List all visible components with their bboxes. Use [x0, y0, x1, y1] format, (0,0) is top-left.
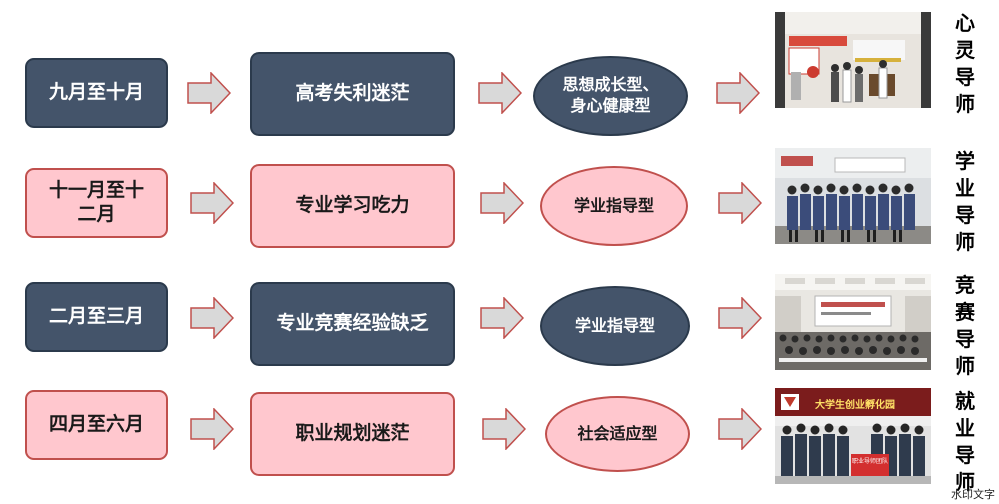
photo-incubator-group: 大学生创业孵化园 职业导师团队	[775, 388, 931, 484]
period-box: 九月至十月	[25, 58, 168, 128]
period-box: 二月至三月	[25, 282, 168, 352]
issue-label: 高考失利迷茫	[295, 82, 410, 105]
period-label-line: 二月	[77, 203, 116, 225]
issue-label: 职业规划迷茫	[295, 422, 410, 445]
period-label: 四月至六月	[48, 413, 144, 436]
period-label: 二月至三月	[48, 305, 144, 328]
mentor-char: 赛	[955, 300, 975, 324]
issue-box: 专业学习吃力	[250, 164, 455, 248]
mentor-label: 学 业 导 师	[950, 148, 980, 256]
photo-group	[775, 148, 931, 244]
mentor-char: 心	[955, 11, 975, 35]
guidance-type-oval: 学业指导型	[540, 286, 690, 366]
right-arrow-icon	[478, 72, 522, 114]
right-arrow-icon	[718, 408, 762, 450]
period-label: 九月至十月	[48, 81, 144, 104]
guidance-type-line: 思想成长型、	[562, 75, 659, 95]
issue-box: 职业规划迷茫	[250, 392, 455, 476]
photo-incubator-scene	[775, 388, 931, 484]
mentor-label: 就 业 导 师	[950, 388, 980, 496]
mentor-char: 师	[955, 470, 975, 494]
mentor-label: 心 灵 导 师	[950, 10, 980, 118]
mentor-char: 导	[955, 65, 975, 89]
photo-lecture-hall	[775, 274, 931, 370]
flow-row-3: 二月至三月 专业竞赛经验缺乏 学业指导型	[0, 282, 999, 372]
mentor-char: 导	[955, 327, 975, 351]
mentor-char: 灵	[955, 38, 975, 62]
issue-label: 专业竞赛经验缺乏	[276, 312, 429, 335]
right-arrow-icon	[187, 72, 231, 114]
guidance-type-line: 身心健康型	[570, 96, 651, 115]
guidance-type-line: 学业指导型	[574, 315, 655, 335]
right-arrow-icon	[190, 408, 234, 450]
team-banner-text: 职业导师团队	[852, 458, 889, 465]
period-box: 四月至六月	[25, 390, 168, 460]
mentor-char: 就	[955, 389, 975, 413]
flow-row-2: 十一月至十 二月 专业学习吃力 学业指导型	[0, 164, 999, 254]
guidance-type-oval: 学业指导型	[540, 166, 688, 246]
incubator-sign-text: 大学生创业孵化园	[815, 400, 895, 411]
issue-box: 专业竞赛经验缺乏	[250, 282, 455, 366]
right-arrow-icon	[190, 297, 234, 339]
guidance-type-oval: 思想成长型、 身心健康型	[533, 56, 688, 136]
photo-lab-exhibit	[775, 12, 931, 108]
issue-box: 高考失利迷茫	[250, 52, 455, 136]
guidance-type-oval: 社会适应型	[545, 396, 690, 472]
mentor-char: 导	[955, 203, 975, 227]
mentor-char: 师	[955, 354, 975, 378]
right-arrow-icon	[482, 408, 526, 450]
mentor-char: 业	[955, 416, 975, 440]
period-box: 十一月至十 二月	[25, 168, 168, 238]
right-arrow-icon	[480, 182, 524, 224]
mentor-char: 业	[955, 176, 975, 200]
guidance-type-line: 社会适应型	[577, 423, 658, 443]
mentor-char: 竞	[955, 273, 975, 297]
flow-row-4: 四月至六月 职业规划迷茫 社会适应型	[0, 390, 999, 480]
right-arrow-icon	[718, 297, 762, 339]
right-arrow-icon	[716, 72, 760, 114]
flow-row-1: 九月至十月 高考失利迷茫 思想成长型、 身心健康型	[0, 52, 999, 152]
right-arrow-icon	[480, 297, 524, 339]
mentor-char: 学	[955, 149, 975, 173]
mentor-char: 师	[955, 92, 975, 116]
issue-label: 专业学习吃力	[295, 194, 410, 217]
mentor-char: 导	[955, 443, 975, 467]
period-label-line: 十一月至十	[48, 179, 144, 202]
right-arrow-icon	[190, 182, 234, 224]
watermark-text: 水印文字	[951, 488, 995, 501]
guidance-type-line: 学业指导型	[573, 195, 654, 215]
right-arrow-icon	[718, 182, 762, 224]
mentor-label: 竞 赛 导 师	[950, 272, 980, 380]
mentor-char: 师	[955, 230, 975, 254]
